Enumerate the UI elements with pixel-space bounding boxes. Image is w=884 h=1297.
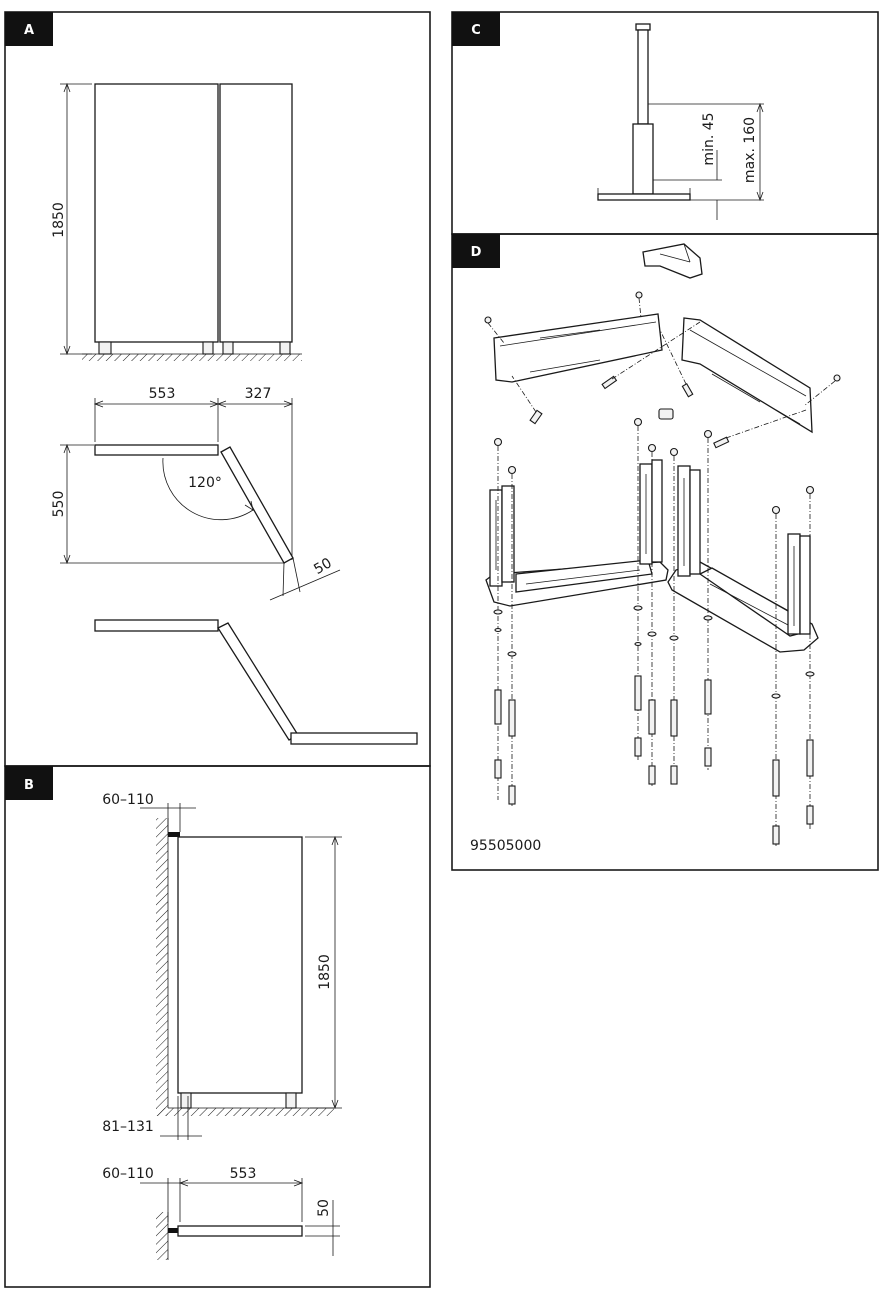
foot-dimensions — [648, 102, 764, 220]
vertical-bolts — [493, 417, 815, 846]
wall-gap-plan-label: 60–110 — [102, 1166, 154, 1182]
bolt-col-4 — [647, 443, 657, 786]
bolt-col-6 — [703, 429, 713, 770]
panel-c: C min. 45 max. 160 — [451, 11, 879, 235]
panel-a-label: A — [24, 23, 34, 38]
panel-a-tab — [5, 12, 53, 46]
floor-hatch — [82, 354, 302, 361]
thickness-label-a: 50 — [311, 555, 334, 578]
cabinet-elevation — [82, 83, 302, 361]
depth-label-a: 550 — [51, 491, 67, 518]
height-label-a: 1850 — [51, 202, 67, 238]
panel-b-label: B — [24, 778, 34, 793]
bolt-col-1 — [493, 437, 503, 800]
bolt-col-7 — [771, 505, 781, 846]
panel-d-frame — [451, 233, 879, 871]
thickness-dimension-a — [269, 557, 341, 601]
rail-screws — [484, 291, 841, 449]
wall-side-view — [156, 818, 334, 1116]
panel-b: B 60–110 1850 — [4, 765, 431, 1288]
part-number: 95505000 — [470, 838, 541, 854]
wall-gap-bottom-dimension — [160, 1096, 202, 1140]
panel-c-frame — [451, 11, 879, 235]
panel-b-frame — [4, 765, 431, 1288]
base-frame-left — [485, 459, 669, 607]
base-frame-right — [667, 465, 819, 653]
depth-dimension-a — [60, 443, 285, 565]
width-right-label: 327 — [245, 386, 272, 402]
top-rail-left — [493, 313, 663, 383]
wall-gap-top-dimension — [140, 803, 196, 832]
corner-bracket — [642, 243, 703, 279]
panel-b-tab — [5, 766, 53, 800]
width-left-label: 553 — [149, 386, 176, 402]
panel-d-tab — [452, 234, 500, 268]
panel-c-label: C — [471, 23, 481, 38]
bolt-col-2 — [507, 465, 517, 806]
height-dimension-b — [305, 835, 342, 1110]
panel-a: A 1850 — [4, 11, 431, 767]
max-label: max. 160 — [742, 117, 758, 183]
thickness-label-b: 50 — [316, 1199, 332, 1217]
plan-view-folded — [94, 619, 418, 745]
panel-d-label: D — [471, 245, 482, 260]
bolt-col-5 — [669, 447, 679, 786]
adjustable-foot — [597, 23, 691, 201]
plan-dimensions-b — [140, 1178, 340, 1256]
panel-c-tab — [452, 12, 500, 46]
min-label: min. 45 — [701, 112, 717, 165]
wall-plan-view — [156, 1212, 303, 1260]
width-dimensions-a — [93, 398, 294, 560]
plan-view-open — [94, 444, 294, 564]
panel-d: D — [451, 233, 879, 871]
angle-label: 120° — [188, 475, 222, 491]
top-rail-right — [681, 317, 813, 434]
wall-gap-top-label: 60–110 — [102, 792, 154, 808]
height-label-b: 1850 — [317, 954, 333, 990]
bolt-col-3 — [633, 417, 643, 760]
wall-gap-bottom-label: 81–131 — [102, 1119, 154, 1135]
bolt-col-8 — [805, 485, 815, 830]
height-dimension-a — [60, 82, 92, 356]
width-label-b: 553 — [230, 1166, 257, 1182]
